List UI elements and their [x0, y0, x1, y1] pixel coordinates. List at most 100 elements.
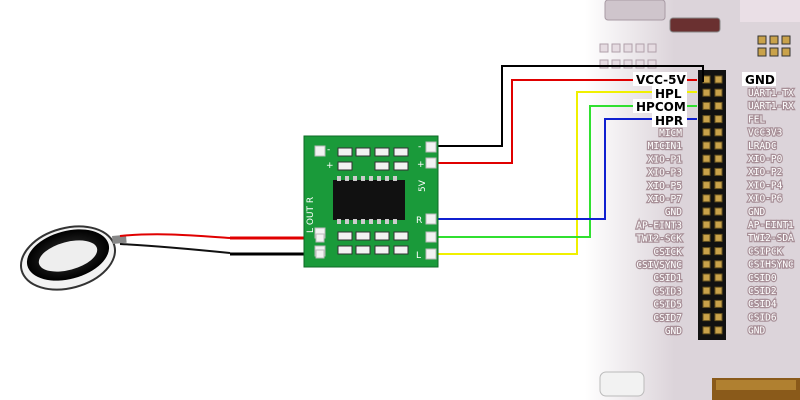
header-pin: [702, 220, 711, 229]
board-connector-outline: [604, 0, 666, 21]
header-pin: [714, 181, 723, 190]
pin-label: UART1-TX: [748, 88, 794, 99]
header-pin: [702, 260, 711, 269]
left-pad-column: [599, 43, 657, 69]
header-pin: [702, 154, 711, 163]
pin-label: CSIPCK: [748, 246, 783, 257]
header-pin: [702, 273, 711, 282]
pin-label-outline: LRADC: [748, 141, 777, 152]
pin-label-outline: XIO-P1: [648, 154, 683, 165]
pin-header: [698, 70, 726, 340]
pin-label: CSID0: [748, 273, 777, 284]
header-pin: [714, 273, 723, 282]
pin-label-outline: XIO-P5: [648, 181, 682, 192]
header-labels-right: UART1-TXUART1-TXUART1-RXUART1-RXFELFELVC…: [747, 87, 795, 338]
pin-label: XIO-P4: [748, 180, 783, 191]
header-pin: [702, 115, 711, 124]
header-pin: [702, 88, 711, 97]
pin-label: XIO-P0: [748, 154, 783, 165]
pin-label-outline: CSIPCK: [748, 246, 783, 257]
header-pin: [714, 260, 723, 269]
pin-label-outline: GND: [665, 207, 682, 218]
label-hpr: HPR: [655, 114, 683, 128]
pin-label-outline: UART1-TX: [748, 88, 794, 99]
pin-label: XIO-P1: [648, 154, 683, 165]
speaker-wires: [119, 233, 316, 256]
pin-label-outline: GND: [748, 326, 765, 337]
speaker-terminal: [112, 234, 127, 244]
pin-label: GND: [748, 326, 765, 337]
pin-label: GND: [665, 326, 682, 337]
pin-label-outline: CSID5: [653, 300, 682, 311]
header-pin: [714, 313, 723, 322]
pin-label-outline: XIO-P2: [748, 167, 782, 178]
pin-label: XIO-P2: [748, 167, 782, 178]
header-pin: [714, 128, 723, 137]
header-pin: [702, 233, 711, 242]
pin-label-outline: MICIN1: [648, 141, 683, 152]
pin-label: CSID3: [653, 286, 682, 297]
header-pin: [714, 101, 723, 110]
pin-label-outline: CSID2: [748, 286, 777, 297]
chip-board: MICMMICMMICIN1MICIN1XIO-P1XIO-P1XIO-P3XI…: [585, 0, 800, 400]
small-header-pads: [757, 35, 791, 57]
pin-label-outline: CSIHSYNC: [748, 260, 794, 271]
pin-label: TWI2-SDA: [748, 233, 794, 244]
pin-label: CSIHSYNC: [748, 260, 794, 271]
header-pin: [714, 220, 723, 229]
label-gnd: GND: [745, 73, 775, 87]
pin-label-outline: CSID1: [653, 273, 682, 284]
header-pin: [702, 247, 711, 256]
amp-5v-label: 5V: [418, 179, 428, 192]
pin-label: VCC3V3: [748, 128, 782, 139]
pin-label: XIO-P5: [648, 181, 682, 192]
header-pin: [714, 88, 723, 97]
pin-label-outline: VCC3V3: [748, 128, 782, 139]
header-pin: [714, 233, 723, 242]
pin-label: CSID6: [748, 312, 777, 323]
pin-label: FEL: [748, 114, 765, 125]
header-pin: [714, 247, 723, 256]
header-pin: [702, 207, 711, 216]
wire-vcc: [431, 79, 697, 164]
pin-label-outline: FEL: [748, 114, 765, 125]
pin-label-outline: GND: [665, 326, 682, 337]
amp-pads: [314, 141, 437, 260]
wire-gnd: [431, 65, 704, 147]
header-labels-left: MICMMICMMICIN1MICIN1XIO-P1XIO-P1XIO-P3XI…: [635, 127, 683, 338]
pin-label: XIO-P7: [648, 194, 682, 205]
header-pin: [714, 326, 723, 335]
header-pin: [714, 154, 723, 163]
header-pin: [702, 313, 711, 322]
pin-label-outline: CSID7: [653, 313, 682, 324]
pin-label: GND: [665, 207, 682, 218]
header-pin: [702, 167, 711, 176]
amp-ic-legs: [337, 176, 397, 224]
pin-label: CSID4: [748, 299, 777, 310]
pin-label: AP-EINT1: [748, 220, 794, 231]
amp-left-plus-label: +: [326, 161, 334, 171]
amp-components: [337, 147, 409, 255]
pin-label-outline: CSID3: [653, 286, 682, 297]
speaker: [19, 225, 127, 291]
header-pin: [702, 75, 711, 84]
amp-out-label: L OUT R: [306, 197, 316, 233]
pin-header-pins: [702, 75, 723, 335]
label-hpl: HPL: [655, 87, 682, 101]
header-pin: [714, 75, 723, 84]
pin-label: LRADC: [748, 141, 777, 152]
label-hpcom: HPCOM: [636, 100, 686, 114]
header-pin: [702, 181, 711, 190]
header-pin: [714, 115, 723, 124]
pin-label-outline: XIO-P7: [648, 194, 682, 205]
pin-label-outline: TWI2-SCK: [636, 234, 682, 245]
pin-label: CSICK: [653, 247, 682, 258]
pin-label: CSID7: [653, 313, 682, 324]
connection-wires: [431, 65, 704, 255]
board-bottom-connector-pins: [716, 380, 796, 390]
pin-label: AP-EINT3: [636, 220, 682, 231]
amp-pin-l-label: L: [416, 251, 421, 261]
wire-hpr: [431, 118, 697, 220]
